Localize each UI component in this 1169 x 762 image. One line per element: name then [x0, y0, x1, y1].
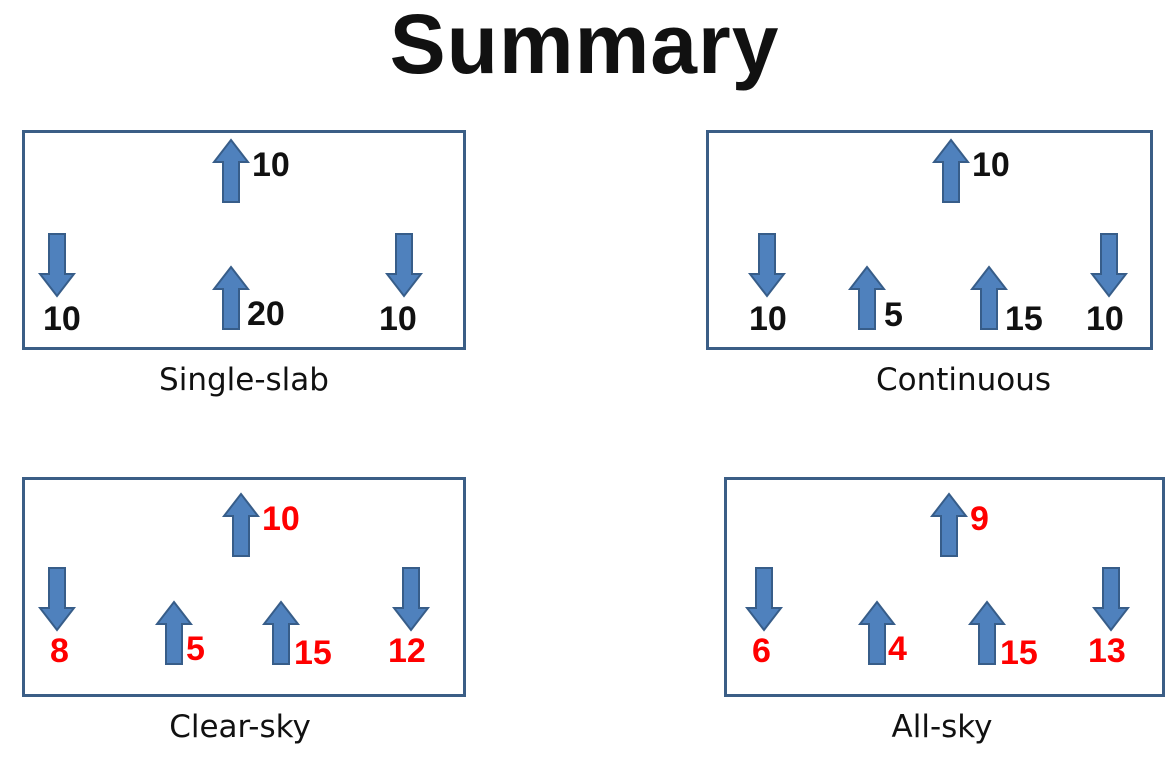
arrow-down-icon: [1089, 232, 1129, 303]
flux-value: 15: [1005, 300, 1043, 338]
arrow-down-icon: [37, 232, 77, 303]
flux-value: 12: [388, 632, 426, 670]
flux-value: 10: [262, 500, 300, 538]
flux-value: 5: [884, 296, 903, 334]
arrow-up-icon: [211, 265, 251, 336]
flux-value: 10: [252, 146, 290, 184]
flux-value: 20: [247, 295, 285, 333]
panel-caption: Single-slab: [159, 362, 329, 398]
arrow-up-icon: [967, 600, 1007, 671]
flux-value: 15: [1000, 634, 1038, 672]
arrow-down-icon: [744, 566, 784, 637]
arrow-down-icon: [747, 232, 787, 303]
flux-value: 13: [1088, 632, 1126, 670]
arrow-up-icon: [969, 265, 1009, 336]
flux-value: 10: [972, 146, 1010, 184]
arrow-down-icon: [1091, 566, 1131, 637]
panel-caption: Clear-sky: [169, 709, 311, 745]
flux-value: 15: [294, 634, 332, 672]
flux-value: 10: [43, 300, 81, 338]
flux-value: 10: [749, 300, 787, 338]
flux-value: 9: [970, 500, 989, 538]
arrow-up-icon: [929, 492, 969, 563]
arrow-up-icon: [221, 492, 261, 563]
arrow-up-icon: [154, 600, 194, 671]
arrow-up-icon: [931, 138, 971, 209]
panel-caption: All-sky: [891, 709, 993, 745]
flux-value: 4: [888, 630, 907, 668]
arrow-up-icon: [847, 265, 887, 336]
arrow-up-icon: [261, 600, 301, 671]
arrow-up-icon: [211, 138, 251, 209]
panel-continuous: [706, 130, 1153, 350]
arrow-up-icon: [857, 600, 897, 671]
panel-caption: Continuous: [875, 362, 1052, 398]
flux-value: 5: [186, 630, 205, 668]
arrow-down-icon: [384, 232, 424, 303]
arrow-down-icon: [37, 566, 77, 637]
flux-value: 10: [379, 300, 417, 338]
flux-value: 10: [1086, 300, 1124, 338]
page-title: Summary: [389, 0, 780, 91]
flux-value: 6: [752, 632, 771, 670]
flux-value: 8: [50, 632, 69, 670]
panel-single-slab: [22, 130, 466, 350]
arrow-down-icon: [391, 566, 431, 637]
